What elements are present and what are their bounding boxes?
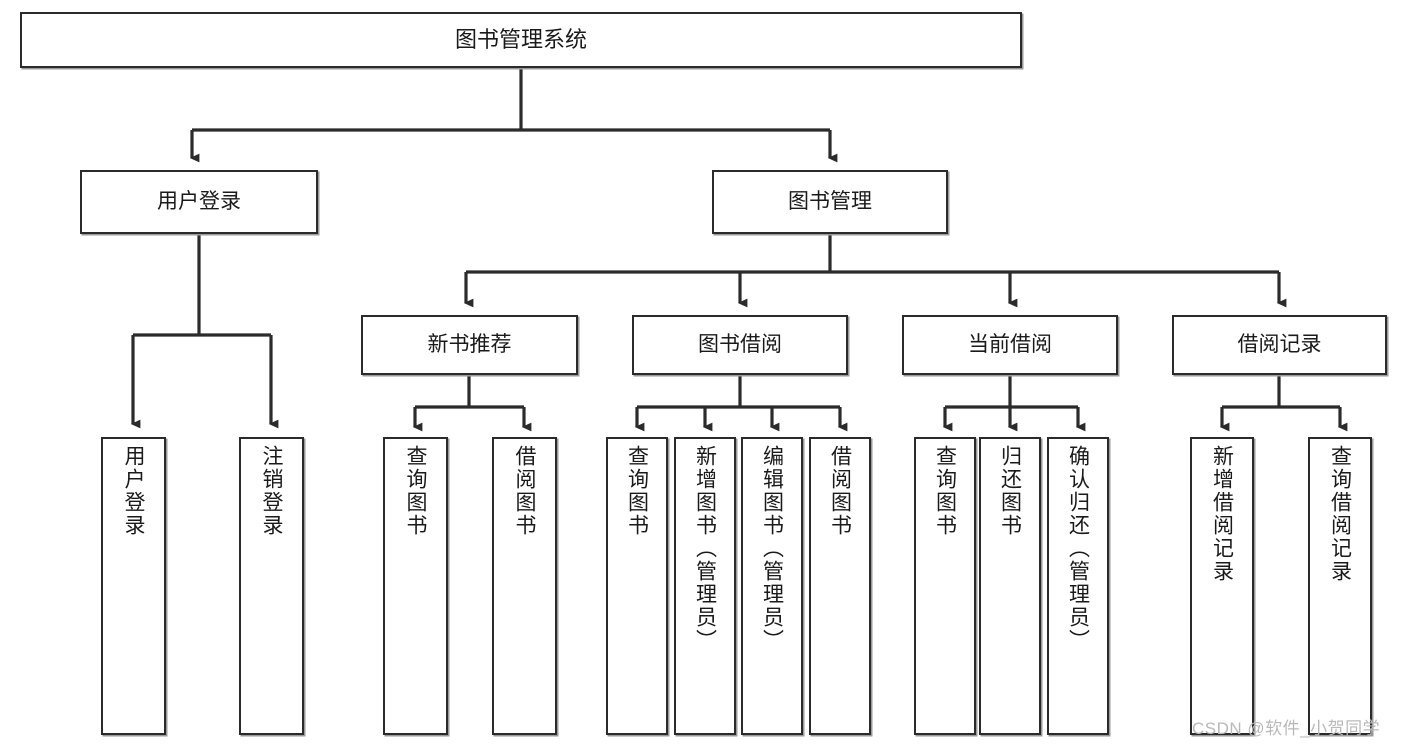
node-leaf-add-record-label: 新增借阅记录 — [1210, 445, 1234, 583]
node-leaf-confirm-return-label: 确认归还（管理员） — [1066, 445, 1090, 652]
node-leaf-borrow-book-2[interactable]: 借阅图书 — [809, 437, 871, 735]
node-leaf-borrow-book-2-label: 借阅图书 — [828, 445, 852, 537]
node-leaf-borrow-book-1[interactable]: 借阅图书 — [492, 437, 557, 735]
node-leaf-query-book-1-label: 查询图书 — [404, 445, 427, 537]
node-leaf-query-book-2[interactable]: 查询图书 — [606, 437, 668, 735]
node-book-borrow-label: 图书借阅 — [698, 332, 782, 356]
node-root[interactable]: 图书管理系统 — [20, 12, 1022, 68]
node-leaf-confirm-return[interactable]: 确认归还（管理员） — [1047, 437, 1109, 735]
node-new-book-recommend-label: 新书推荐 — [427, 332, 512, 356]
node-leaf-query-record-label: 查询借阅记录 — [1328, 445, 1352, 583]
node-leaf-logout-label: 注销登录 — [260, 445, 283, 537]
node-leaf-edit-book[interactable]: 编辑图书（管理员） — [741, 437, 803, 735]
node-leaf-query-book-1[interactable]: 查询图书 — [383, 437, 448, 735]
node-leaf-user-login-label: 用户登录 — [122, 445, 145, 537]
node-leaf-edit-book-label: 编辑图书（管理员） — [760, 445, 784, 652]
node-current-borrow[interactable]: 当前借阅 — [902, 315, 1118, 375]
node-leaf-query-book-3-label: 查询图书 — [933, 445, 957, 537]
node-user-login[interactable]: 用户登录 — [80, 170, 318, 234]
node-leaf-query-book-3[interactable]: 查询图书 — [914, 437, 976, 735]
node-leaf-borrow-book-1-label: 借阅图书 — [513, 445, 536, 537]
node-user-login-label: 用户登录 — [157, 189, 241, 213]
node-book-manage-label: 图书管理 — [788, 189, 872, 213]
node-borrow-record[interactable]: 借阅记录 — [1172, 315, 1387, 375]
node-leaf-query-book-2-label: 查询图书 — [625, 445, 649, 537]
node-current-borrow-label: 当前借阅 — [968, 332, 1052, 356]
node-leaf-add-book-label: 新增图书（管理员） — [693, 445, 717, 652]
node-borrow-record-label: 借阅记录 — [1237, 332, 1322, 356]
node-leaf-logout[interactable]: 注销登录 — [239, 437, 304, 735]
node-leaf-add-record[interactable]: 新增借阅记录 — [1190, 437, 1254, 735]
node-leaf-return-book[interactable]: 归还图书 — [979, 437, 1041, 735]
node-leaf-return-book-label: 归还图书 — [998, 445, 1022, 537]
node-leaf-add-book[interactable]: 新增图书（管理员） — [674, 437, 736, 735]
node-book-manage[interactable]: 图书管理 — [712, 170, 948, 234]
node-new-book-recommend[interactable]: 新书推荐 — [361, 315, 578, 375]
node-leaf-user-login[interactable]: 用户登录 — [101, 437, 166, 735]
csdn-watermark: CSDN @软件_小贺同学 — [1192, 719, 1381, 738]
node-leaf-query-record[interactable]: 查询借阅记录 — [1308, 437, 1372, 735]
node-book-borrow[interactable]: 图书借阅 — [632, 315, 848, 375]
node-root-label: 图书管理系统 — [454, 27, 587, 53]
